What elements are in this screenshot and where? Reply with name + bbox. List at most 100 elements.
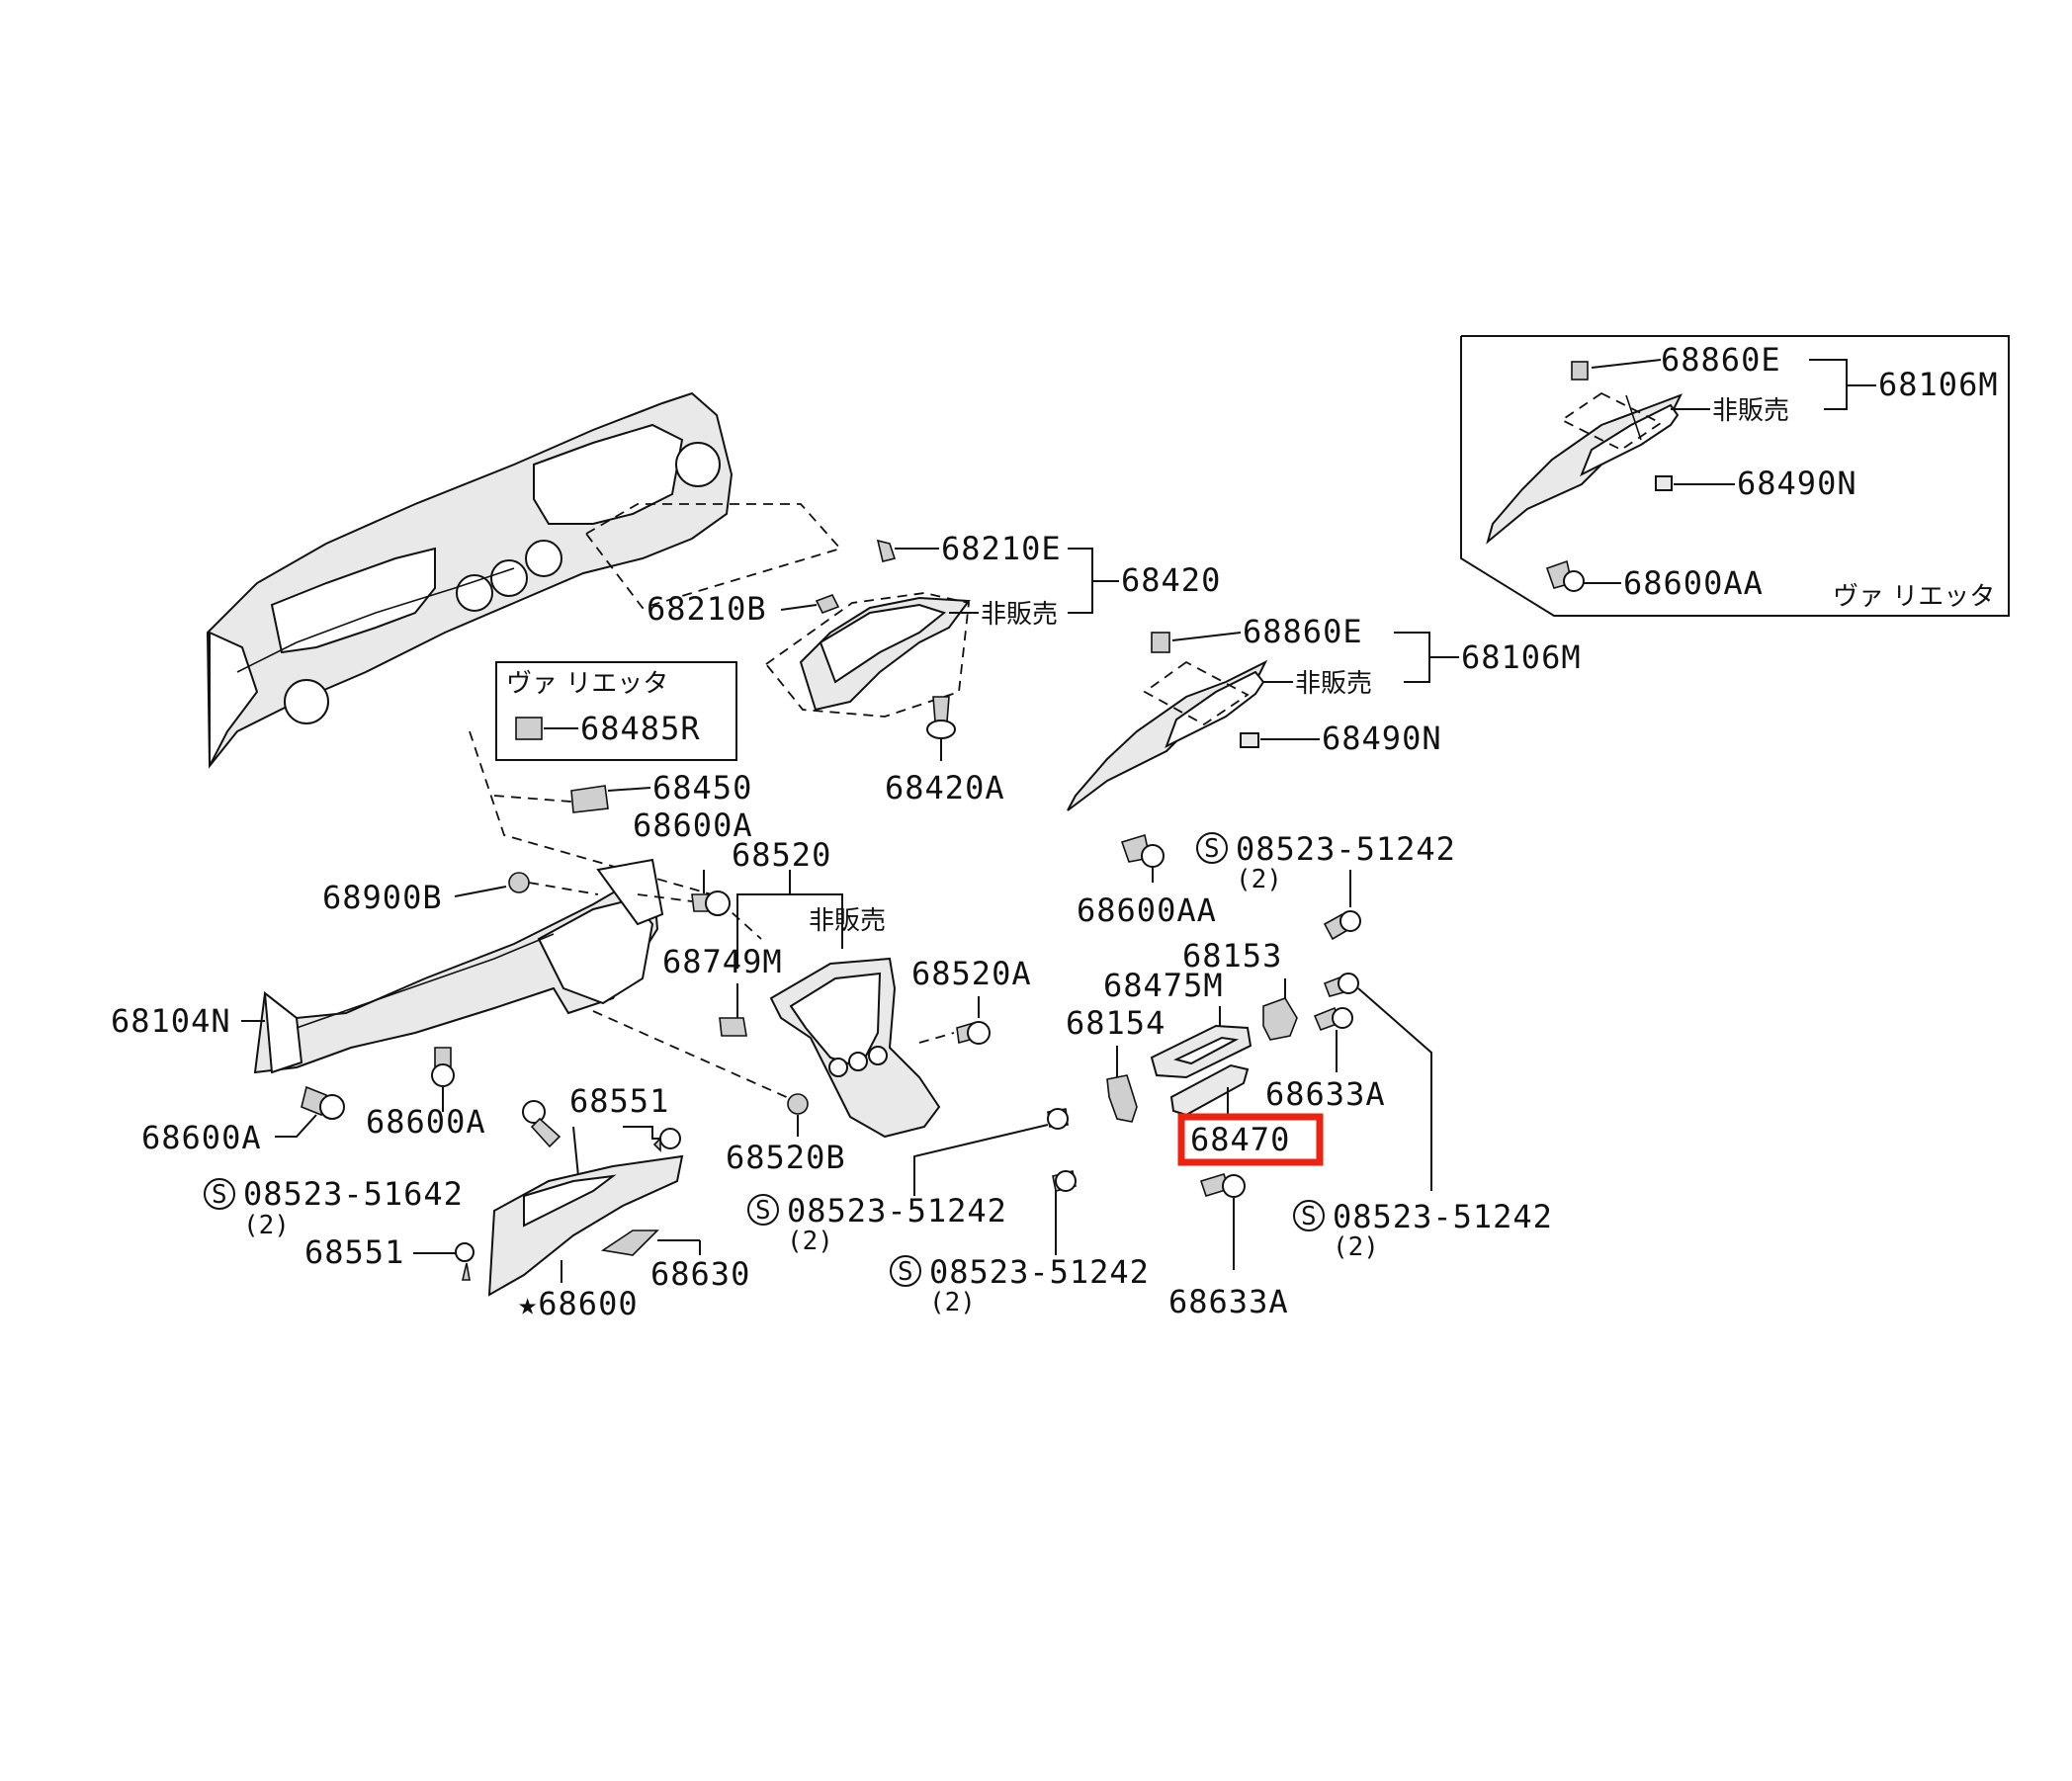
bracket-68153 <box>1262 997 1298 1041</box>
bracket-inset-68106M <box>1809 359 1848 410</box>
screw-08523-51242-b <box>1052 1170 1077 1192</box>
variation-inset: 68860E 68106M 非販売 68490N 68600AA ヴァ リエッタ <box>1460 335 2010 617</box>
console-knob-2 <box>848 1052 868 1071</box>
inset-cap-68490N <box>1655 475 1673 491</box>
label-08523-51242-right: 08523-51242 <box>1333 1198 1553 1235</box>
glovebox-lock-68630 <box>600 1230 659 1256</box>
label-68600AA-inset: 68600AA <box>1623 564 1764 602</box>
label-68630: 68630 <box>650 1255 750 1293</box>
cap-68490N <box>1240 732 1259 748</box>
screw-51242-top <box>1323 910 1361 941</box>
glovebox-inner <box>523 1174 617 1228</box>
s-symbol-right: S <box>1301 1202 1317 1231</box>
label-not-for-sale-upper: 非販売 <box>981 600 1058 630</box>
s-mark-top <box>1196 832 1228 864</box>
leader-inset-68860E <box>1591 359 1662 369</box>
dash-68600A-top <box>637 893 693 902</box>
center-console-group: 68520 非販売 68749M 68520A 68520B S 08523-5… <box>592 836 1150 1317</box>
s-mark-51642 <box>204 1178 235 1210</box>
screw-68633A-bottom <box>1199 1173 1246 1198</box>
cluster-lid-dash <box>764 592 970 718</box>
label-68470: 68470 <box>1190 1121 1290 1158</box>
label-qty-right: (2) <box>1333 1232 1379 1262</box>
cluster-lid-top <box>819 603 947 684</box>
dash-68450-link <box>469 730 762 940</box>
label-68520A: 68520A <box>911 955 1032 992</box>
inset-panel-rib <box>1625 394 1642 441</box>
leader-68900B <box>454 886 507 897</box>
s-symbol-top: S <box>1204 834 1220 864</box>
knee-panel-dash <box>1143 660 1250 726</box>
label-08523-51242-b: 08523-51242 <box>929 1253 1150 1291</box>
cluster-lid-group: 68210E 68420 68210B 非販売 68420A <box>647 530 1220 806</box>
dash-crease <box>236 567 515 673</box>
label-68490N: 68490N <box>1322 720 1442 757</box>
clip-68210E <box>876 539 897 562</box>
bracket-68749M <box>719 1017 747 1037</box>
variation-frame <box>495 661 737 761</box>
dash-vent-left <box>284 679 329 724</box>
label-68633A-top: 68633A <box>1265 1075 1386 1113</box>
screw-68520A <box>956 1021 991 1045</box>
screw-68633A-top <box>1313 1006 1353 1032</box>
console-knob-1 <box>828 1058 848 1077</box>
console-mount <box>596 858 664 926</box>
label-68106M-inset: 68106M <box>1878 366 1999 403</box>
label-68520B: 68520B <box>726 1139 846 1176</box>
label-68490N-inset: 68490N <box>1737 465 1857 502</box>
s-mark-right <box>1293 1200 1325 1231</box>
label-68153: 68153 <box>1182 937 1282 975</box>
bracket-68106M <box>1394 632 1430 683</box>
left-lower-group: 68450 68600A 68900B 68104N 68600A <box>111 730 762 1322</box>
part-68470 <box>1169 1063 1250 1117</box>
inset-clip-68860E <box>1571 361 1589 381</box>
console-upper-bracket <box>537 897 654 1005</box>
clip-68860E <box>1151 632 1170 653</box>
dash-gauge-1 <box>525 540 562 577</box>
inset-frame <box>1460 335 2010 617</box>
dash-to-meter-dash <box>584 503 842 610</box>
s-mark-a <box>747 1194 779 1226</box>
leader-68210B <box>780 604 818 611</box>
inset-clip-68600AA <box>1545 559 1585 592</box>
console-knob-3 <box>868 1046 888 1065</box>
console-crease <box>296 933 555 1029</box>
label-qty-b: (2) <box>929 1288 976 1317</box>
dash-68450-short <box>493 795 584 804</box>
screw-68600A-left <box>301 1085 345 1120</box>
dash-68520A <box>918 1032 955 1044</box>
clip-68210B <box>815 593 840 615</box>
console-end-cap <box>263 990 303 1074</box>
right-lower-group: S 08523-51242 (2) 68153 68475M 68154 686… <box>1066 830 1553 1320</box>
highlight-68470 <box>1177 1113 1324 1166</box>
label-68551-bottom: 68551 <box>304 1233 404 1271</box>
label-68600AA: 68600AA <box>1077 891 1217 929</box>
label-08523-51242-a: 08523-51242 <box>787 1192 1007 1230</box>
screw-08523-51642 <box>522 1100 561 1148</box>
part-68450 <box>570 785 609 813</box>
nut-68900B <box>508 872 530 893</box>
instrument-panel <box>206 391 842 769</box>
label-star-68600: ★68600 <box>518 1285 639 1322</box>
label-68154: 68154 <box>1066 1004 1166 1042</box>
label-68860E: 68860E <box>1243 613 1363 650</box>
variation-box-68485R: ヴァ リエッタ 68485R <box>495 661 737 761</box>
leader-68860E <box>1171 632 1242 641</box>
label-68106M: 68106M <box>1461 638 1582 676</box>
label-08523-51642: 08523-51642 <box>243 1175 464 1213</box>
label-qty-top: (2) <box>1236 865 1282 894</box>
label-68210E: 68210E <box>941 530 1062 567</box>
label-68475M: 68475M <box>1103 967 1224 1004</box>
clip-68551-bottom <box>455 1242 475 1281</box>
label-not-for-sale-inset: 非販売 <box>1712 396 1789 426</box>
label-68450: 68450 <box>652 769 752 806</box>
console-finisher-opening <box>789 972 882 1069</box>
s-mark-b <box>890 1255 921 1287</box>
label-68485R: 68485R <box>580 710 701 747</box>
screw-68600A-mid <box>431 1047 455 1087</box>
dash-left-end <box>209 631 259 767</box>
label-68210B: 68210B <box>647 590 767 628</box>
label-68551-top: 68551 <box>569 1082 669 1120</box>
label-not-for-sale-right: 非販売 <box>1295 669 1372 699</box>
